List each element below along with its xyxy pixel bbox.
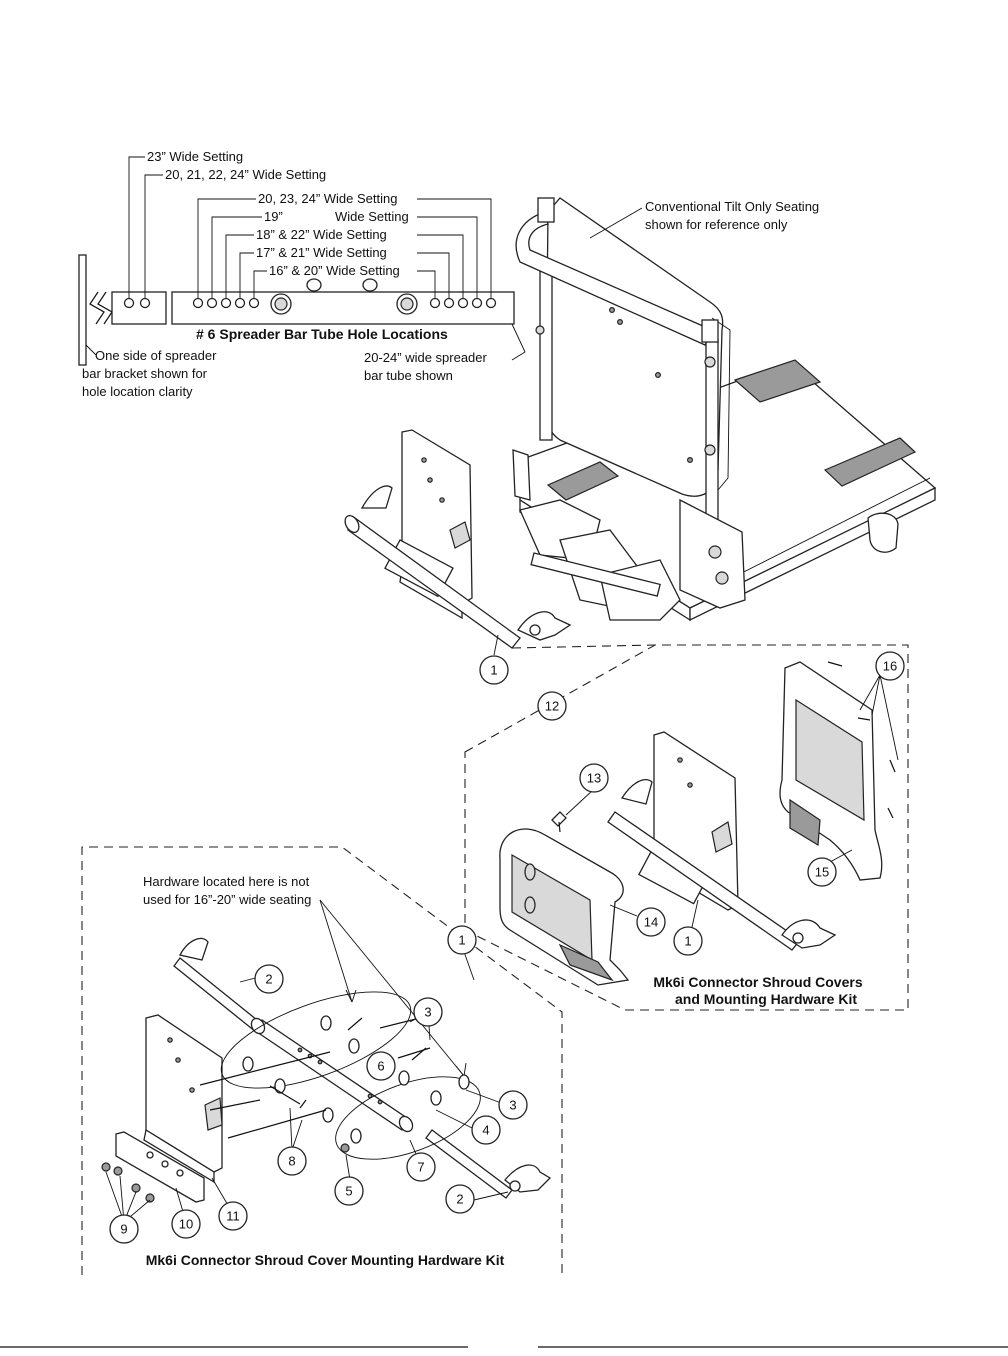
svg-text:6: 6 [377, 1059, 384, 1074]
svg-text:4: 4 [482, 1123, 489, 1138]
back-cane-left [539, 261, 553, 441]
break-symbol [89, 291, 105, 325]
tube-note-line-1: 20-24” wide spreader [364, 350, 488, 365]
hardware-kit-box: Hardware located here is not used for 16… [81, 846, 563, 1275]
connector-bracket-assembly-main [344, 429, 572, 656]
seating-note-line-1: Conventional Tilt Only Seating [645, 199, 819, 214]
callout-13: 13 [579, 763, 609, 793]
screw-13 [551, 811, 567, 827]
label-16-20-wide: 16” & 20” Wide Setting [269, 263, 400, 278]
callout-2-upper: 2 [254, 964, 284, 994]
spreader-bar-detail: 23” Wide Setting 20, 21, 22, 24” Wide Se… [78, 149, 526, 399]
bracket-note-line-3: hole location clarity [82, 384, 193, 399]
backing-plate [115, 1131, 205, 1203]
spreader-bracket-plate [78, 254, 87, 366]
callout-7: 7 [406, 1152, 436, 1182]
svg-text:3: 3 [509, 1098, 516, 1113]
svg-text:10: 10 [179, 1217, 193, 1232]
seating-assembly: Conventional Tilt Only Seating shown for… [512, 197, 937, 622]
callout-14: 14 [636, 907, 666, 937]
callout-12: 12 [537, 691, 567, 721]
bracket-note-line-2: bar bracket shown for [82, 366, 208, 381]
label-20-21-22-24-wide: 20, 21, 22, 24” Wide Setting [165, 167, 326, 182]
svg-text:5: 5 [345, 1184, 352, 1199]
svg-text:7: 7 [417, 1160, 424, 1175]
label-23-wide: 23” Wide Setting [147, 149, 243, 164]
shroud-kit-title-line-2: and Mounting Hardware Kit [675, 991, 857, 1007]
svg-text:8: 8 [288, 1154, 295, 1169]
label-17-21-wide: 17” & 21” Wide Setting [256, 245, 387, 260]
seating-note-line-2: shown for reference only [645, 217, 788, 232]
svg-text:12: 12 [545, 699, 559, 714]
tube-stub-left [111, 291, 167, 325]
svg-text:13: 13 [587, 771, 601, 786]
callout-1-lower: 1 [447, 925, 477, 955]
hardware-kit-title: Mk6i Connector Shroud Cover Mounting Har… [146, 1252, 505, 1268]
callout-5: 5 [334, 1176, 364, 1206]
back-cane-right [705, 339, 719, 541]
svg-text:1: 1 [490, 663, 497, 678]
svg-text:11: 11 [226, 1209, 240, 1224]
callout-4: 4 [471, 1115, 501, 1145]
svg-text:15: 15 [815, 865, 829, 880]
callout-6: 6 [366, 1051, 396, 1081]
callout-16: 16 [875, 651, 905, 681]
svg-text:1: 1 [458, 933, 465, 948]
callouts: 1 12 13 16 15 14 1 1 2 3 6 3 4 8 7 5 2 1… [109, 651, 905, 1244]
svg-text:14: 14 [644, 915, 658, 930]
callout-1-kit: 1 [673, 926, 703, 956]
hardware-group-oval-lower [335, 1076, 481, 1160]
spreader-bar-tube [171, 291, 515, 325]
label-20-23-24-wide: 20, 23, 24” Wide Setting [258, 191, 397, 206]
svg-text:16: 16 [883, 659, 897, 674]
callout-3-upper: 3 [413, 997, 443, 1027]
svg-text:2: 2 [265, 972, 272, 987]
shroud-kit-box: Mk6i Connector Shroud Covers and Mountin… [464, 644, 909, 1011]
svg-text:2: 2 [456, 1192, 463, 1207]
bracket-note-line-1: One side of spreader [95, 348, 217, 363]
tube-note-line-2: bar tube shown [364, 368, 453, 383]
hardware-note-line-2: used for 16”-20” wide seating [143, 892, 311, 907]
callout-10: 10 [171, 1209, 201, 1239]
callout-1-top: 1 [479, 655, 509, 685]
callout-8: 8 [277, 1146, 307, 1176]
callout-3-lower: 3 [498, 1090, 528, 1120]
hardware-note-line-1: Hardware located here is not [143, 874, 310, 889]
svg-text:9: 9 [120, 1222, 127, 1237]
svg-text:3: 3 [424, 1005, 431, 1020]
svg-text:1: 1 [684, 934, 691, 949]
callout-2-lower: 2 [445, 1184, 475, 1214]
hardware-group-oval-upper [220, 991, 412, 1089]
spreader-detail-title: # 6 Spreader Bar Tube Hole Locations [196, 326, 448, 342]
callout-11: 11 [218, 1201, 248, 1231]
label-19-b: Wide Setting [335, 209, 409, 224]
callout-15: 15 [807, 857, 837, 887]
callout-9: 9 [109, 1214, 139, 1244]
shroud-kit-title-line-1: Mk6i Connector Shroud Covers [653, 974, 862, 990]
label-19-a: 19” [264, 209, 283, 224]
label-18-22-wide: 18” & 22” Wide Setting [256, 227, 387, 242]
